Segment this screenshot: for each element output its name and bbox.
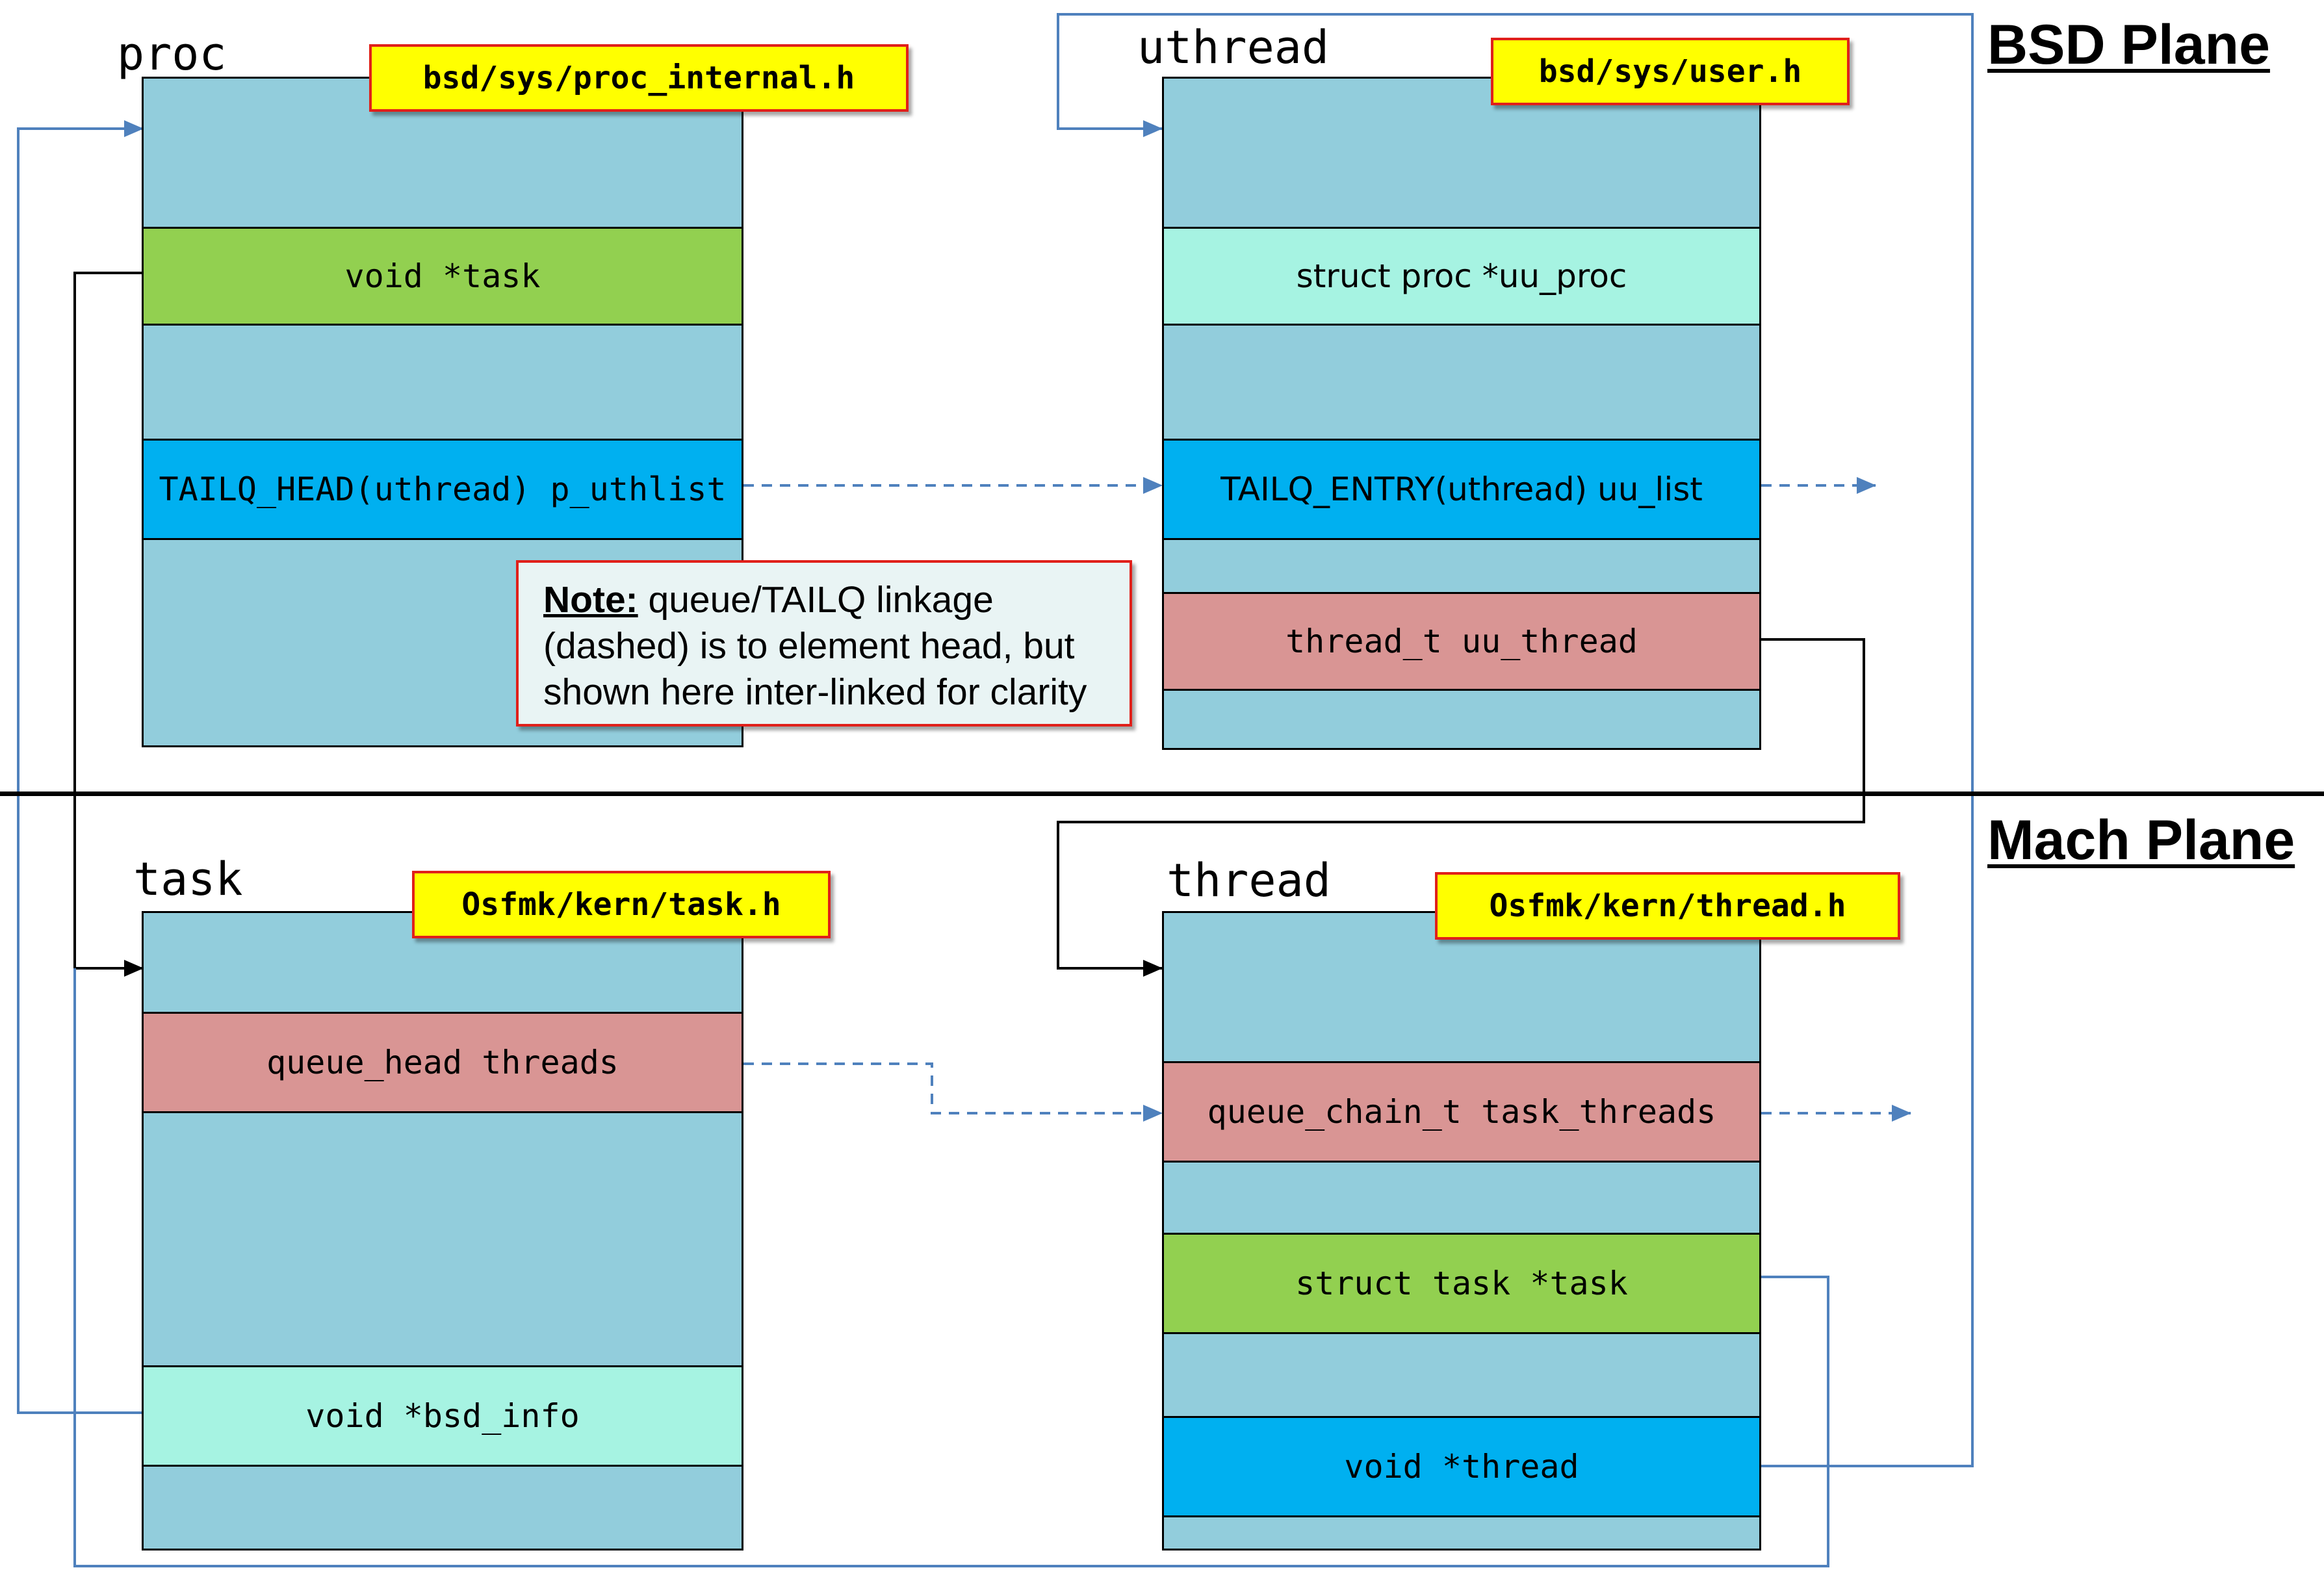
thread-thread-to-uthread-link (1057, 13, 1974, 1467)
uthread-struct-title: uthread (1137, 21, 1330, 74)
bsd-info-to-proc-link (17, 120, 144, 1414)
proc-header-file-tag: bsd/sys/proc_internal.h (369, 44, 909, 112)
thread-header-file-tag: Osfmk/kern/thread.h (1435, 872, 1900, 940)
bsd-plane-label: BSD Plane (1987, 14, 2270, 76)
note-label: Note: (543, 579, 638, 621)
thread-struct-title: thread (1167, 854, 1331, 907)
thread-thread-field: void *thread (1164, 1416, 1759, 1517)
note-text: queue/TAILQ linkage (dashed) is to eleme… (543, 579, 1087, 713)
thread-task-field: struct task *task (1164, 1233, 1759, 1334)
plane-divider (0, 792, 2324, 796)
thread-task-to-task-link (73, 968, 1829, 1567)
thread-task-threads-field: queue_chain_t task_threads (1164, 1061, 1759, 1163)
task-struct-box: queue_head threads void *bsd_info (142, 911, 743, 1551)
uu-thread-to-thread-link (1057, 638, 1865, 977)
task-header-file-tag: Osfmk/kern/task.h (412, 871, 831, 938)
task-struct-title: task (133, 853, 243, 906)
task-bsd-info-field: void *bsd_info (144, 1365, 742, 1467)
task-threads-field: queue_head threads (144, 1012, 742, 1113)
proc-struct-box: void *task TAILQ_HEAD(uthread) p_uthlist (142, 77, 743, 747)
mach-plane-label: Mach Plane (1987, 809, 2295, 871)
uthread-struct-box: struct proc *uu_proc TAILQ_ENTRY(uthread… (1162, 77, 1761, 750)
thread-struct-box: queue_chain_t task_threads struct task *… (1162, 911, 1761, 1551)
threads-to-task-threads-dashed-link (743, 1062, 1163, 1122)
uthread-uu-list-field: TAILQ_ENTRY(uthread) uu_list (1164, 439, 1759, 540)
proc-task-field: void *task (144, 227, 742, 326)
proc-uthlist-field: TAILQ_HEAD(uthread) p_uthlist (144, 439, 742, 540)
proc-struct-title: proc (117, 27, 227, 81)
proc-task-to-task-link (73, 272, 144, 977)
uthread-header-file-tag: bsd/sys/user.h (1491, 38, 1850, 105)
uthread-uu-proc-field: struct proc *uu_proc (1164, 227, 1759, 326)
linkage-note: Note: queue/TAILQ linkage (dashed) is to… (516, 560, 1132, 727)
uthread-uu-thread-field: thread_t uu_thread (1164, 592, 1759, 691)
